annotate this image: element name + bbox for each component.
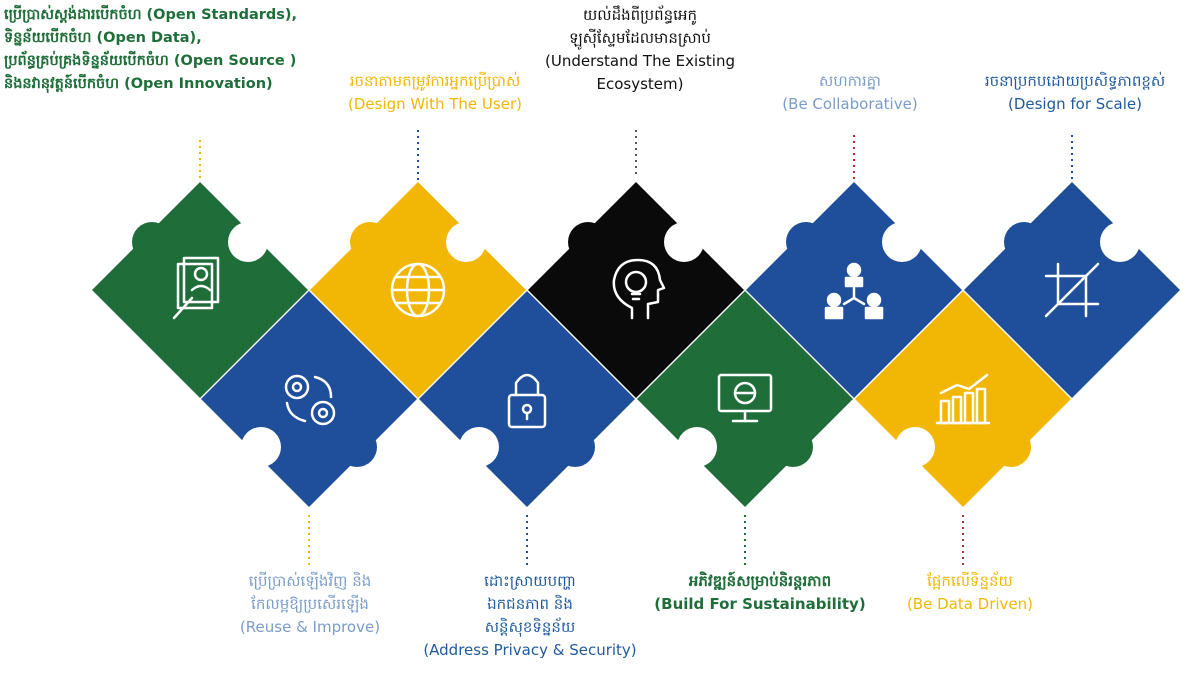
label-privacy-security: ដោះស្រាយបញ្ហា ឯកជនភាព និង សន្តិសុខទិន្នន… [390, 570, 670, 662]
label-line: អភិវឌ្ឍន៍សម្រាប់និរន្តរភាព [688, 572, 832, 590]
label-line: (Reuse & Improve) [239, 618, 381, 636]
label-line: (Build For Sustainability) [654, 595, 866, 613]
label-line: ឡូស៊ីស្ទែមដែលមានស្រាប់ [569, 29, 711, 47]
puzzle-piece [201, 291, 417, 507]
gears-cycle-icon [284, 374, 336, 426]
globe-icon [390, 262, 446, 318]
label-build-for-sustainability: អភិវឌ្ឍន៍សម្រាប់និរន្តរភាព (Build For Su… [630, 570, 890, 616]
label-line: (Design for Scale) [1007, 95, 1142, 113]
label-be-data-driven: ផ្អែកលើទិន្នន័យ (Be Data Driven) [880, 570, 1060, 616]
monitor-chart-icon [717, 373, 773, 423]
label-open-standards: ប្រើប្រាស់ស្តង់ដារបើកចំហ (Open Standards… [4, 4, 364, 96]
label-reuse-improve: ប្រើប្រាស់ឡើងវិញ និង កែលម្អឱ្យប្រសើរឡើង … [190, 570, 430, 639]
label-line: ឯកជនភាព និង [487, 595, 573, 613]
piece-knob [350, 222, 390, 262]
piece-notch [459, 427, 499, 467]
label-line: (Be Collaborative) [782, 95, 918, 113]
puzzle-piece [419, 291, 635, 507]
piece-knob [555, 427, 595, 467]
documents-pencil-icon [172, 256, 220, 320]
piece-notch [664, 222, 704, 262]
piece-notch [1100, 222, 1140, 262]
label-line: យល់ដឹងពីប្រព័ន្ធអេកូ [583, 6, 697, 24]
label-line: សន្តិសុខទិន្នន័យ [484, 618, 576, 636]
label-line: សហការគ្នា [819, 72, 881, 90]
label-line: ដោះស្រាយបញ្ហា [484, 572, 576, 590]
team-network-icon [824, 262, 884, 320]
label-line: (Design With The User) [348, 95, 522, 113]
puzzle-piece [637, 291, 853, 507]
piece-notch [882, 222, 922, 262]
label-line: ប្រើប្រាស់ស្តង់ដារបើកចំហ (Open Standards… [4, 7, 298, 23]
label-line: រចនាប្រកបដោយប្រសិទ្ធភាពខ្ពស់ [984, 72, 1166, 90]
piece-notch [228, 222, 268, 262]
piece-notch [895, 427, 935, 467]
label-line: ប្រើប្រាស់ឡើងវិញ និង [248, 572, 372, 590]
label-line: Ecosystem) [596, 75, 684, 93]
piece-notch [677, 427, 717, 467]
piece-knob [773, 427, 813, 467]
label-be-collaborative: សហការគ្នា (Be Collaborative) [770, 70, 930, 116]
label-design-for-scale: រចនាប្រកបដោយប្រសិទ្ធភាពខ្ពស់ (Design for… [950, 70, 1197, 116]
piece-notch [241, 427, 281, 467]
padlock-icon [507, 373, 547, 429]
puzzle-piece [855, 291, 1071, 507]
label-line: (Be Data Driven) [906, 595, 1034, 613]
bar-chart-icon [935, 373, 991, 425]
label-understand-ecosystem: យល់ដឹងពីប្រព័ន្ធអេកូ ឡូស៊ីស្ទែមដែលមានស្រ… [520, 4, 760, 96]
label-line: ផ្អែកលើទិន្នន័យ [927, 572, 1013, 590]
piece-notch [446, 222, 486, 262]
puzzle-piece [528, 182, 744, 398]
piece-knob [1004, 222, 1044, 262]
piece-knob [991, 427, 1031, 467]
piece-knob [337, 427, 377, 467]
head-lightbulb-icon [612, 258, 666, 320]
piece-knob [786, 222, 826, 262]
piece-knob [568, 222, 608, 262]
label-line: ទិន្នន័យបើកចំហ (Open Data), [4, 30, 202, 46]
label-line: ប្រព័ន្ធគ្រប់គ្រងទិន្នន័យបើកចំហ (Open So… [4, 53, 297, 69]
label-line: (Address Privacy & Security) [423, 641, 637, 659]
puzzle-piece [92, 182, 308, 398]
label-line: កែលម្អឱ្យប្រសើរឡើង [251, 595, 369, 613]
label-design-with-user: រចនាតាមតម្រូវការអ្នកប្រើប្រាស់ (Design W… [320, 70, 550, 116]
label-line: និងនវានុវត្តន៍បើកចំហ (Open Innovation) [4, 76, 273, 92]
piece-knob [132, 222, 172, 262]
crop-scale-icon [1044, 262, 1100, 318]
label-line: រចនាតាមតម្រូវការអ្នកប្រើប្រាស់ [349, 72, 521, 90]
label-line: (Understand The Existing [544, 52, 736, 70]
